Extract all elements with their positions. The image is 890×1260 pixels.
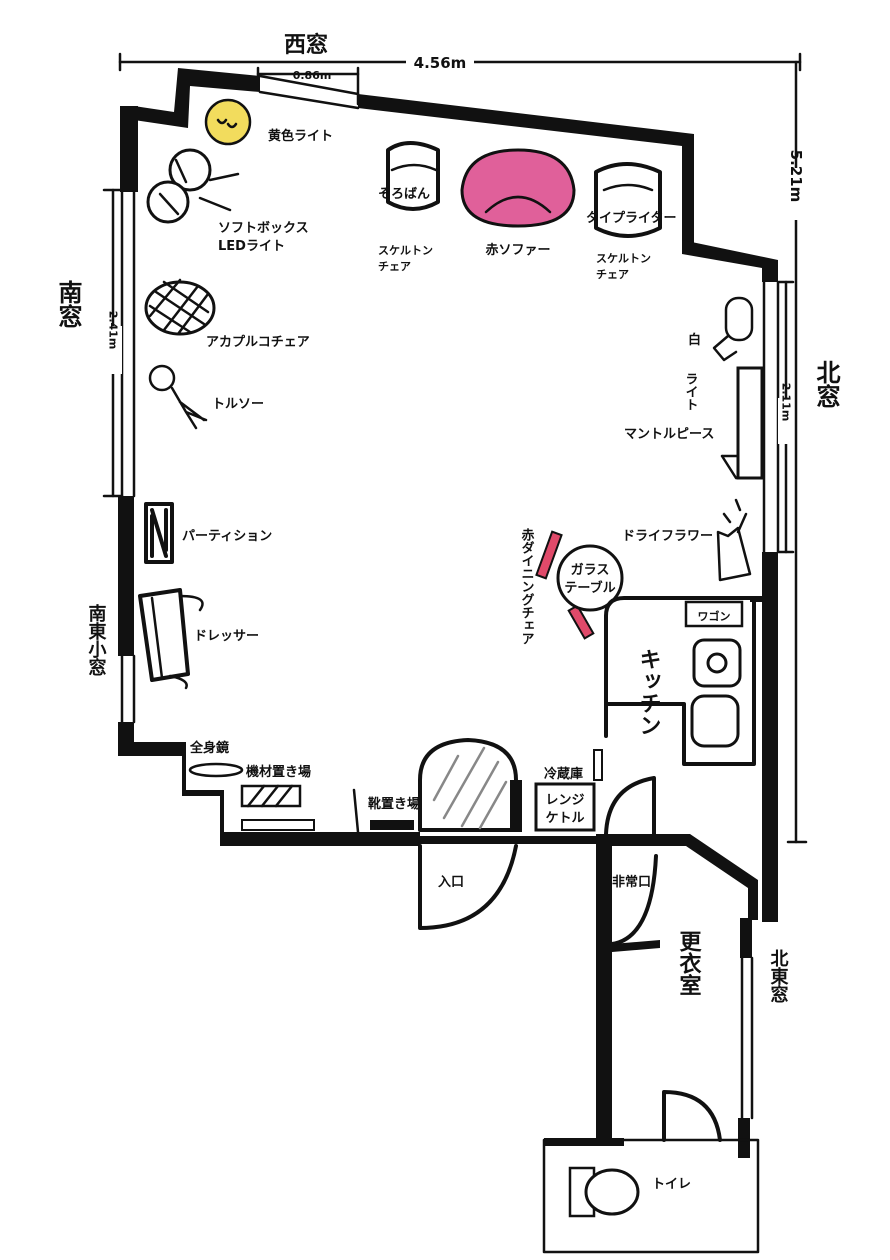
softbox-label-1: ソフトボックス	[218, 220, 309, 236]
emergency-exit-label: 非常口	[612, 874, 651, 890]
skeleton-chair-b-label-2: チェア	[596, 268, 629, 281]
north-window-dimension: 2.11m	[780, 383, 793, 422]
red-dining-chair-icon	[535, 530, 595, 640]
kitchen-label: キッチン	[636, 648, 661, 736]
north-window-label: 北窓	[812, 360, 840, 408]
yellow-light-label: 黄色ライト	[268, 128, 333, 144]
wagon-label: ワゴン	[698, 609, 731, 623]
toilet-icon	[568, 1166, 640, 1218]
skeleton-chair-b-label-1: スケルトン	[596, 252, 651, 265]
typewriter-chair-icon	[594, 162, 662, 238]
west-window-dimension: 0.86m	[293, 69, 332, 82]
range-icon	[534, 782, 596, 832]
toilet-door[interactable]	[662, 1090, 722, 1142]
kitchen-door[interactable]	[604, 776, 656, 836]
dresser-label: ドレッサー	[194, 629, 259, 644]
typewriter-label: タイプライター	[586, 211, 676, 226]
south-window-label: 南窓	[54, 280, 82, 328]
white-light-label-1: 白	[688, 332, 701, 348]
acapulco-chair-label: アカプルコチェア	[206, 335, 310, 350]
northeast-window-label: 北東窓	[768, 949, 789, 1003]
fridge-label: 冷蔵庫	[544, 766, 583, 782]
equipment-shelf-icon	[240, 784, 315, 831]
shoe-rack-line	[352, 788, 360, 834]
range-label-1: レンジ	[545, 793, 584, 808]
glass-table-label-1: ガラス	[571, 563, 610, 578]
full-mirror-label: 全身鏡	[189, 740, 229, 756]
skeleton-chair-icon	[386, 141, 440, 211]
torso-label: トルソー	[212, 397, 264, 412]
skeleton-chair-label-1: スケルトン	[378, 244, 433, 257]
dried-flower-icon	[716, 498, 752, 582]
mantelpiece-icon	[720, 366, 764, 480]
soroban-label: そろばん	[378, 187, 430, 202]
red-sofa-icon	[460, 148, 576, 228]
south-window-dimension: 2.41m	[107, 311, 120, 350]
toilet-label: トイレ	[652, 1177, 691, 1192]
width-dimension: 4.56m	[414, 54, 467, 72]
dressing-room-label: 更衣室	[676, 930, 702, 996]
emergency-exit-door[interactable]	[610, 854, 658, 946]
entrance-label: 入口	[438, 875, 464, 890]
glass-table-label-2: テーブル	[564, 580, 615, 596]
softbox-light-icon	[146, 148, 240, 224]
depth-dimension: 5.21m	[787, 150, 805, 203]
shoe-storage-label: 靴置き場	[368, 796, 420, 812]
walls	[118, 68, 778, 1254]
red-dining-chair-label: 赤ダイニングチェア	[519, 527, 535, 645]
fridge-edge	[593, 749, 603, 781]
entrance-screen-icon	[418, 738, 522, 832]
red-sofa-label: 赤ソファー	[485, 242, 550, 258]
softbox-label-2: LEDライト	[218, 239, 285, 254]
white-light-icon	[712, 296, 754, 362]
partition-label: パーティション	[182, 529, 272, 544]
range-label-2: ケトル	[545, 811, 584, 826]
dresser-icon	[138, 588, 204, 690]
shoe-rack-icon	[370, 820, 414, 830]
white-light-label-2: ライト	[683, 372, 699, 411]
skeleton-chair-label-2: チェア	[378, 260, 411, 273]
equipment-storage-label: 機材置き場	[246, 764, 311, 780]
torso-icon	[148, 364, 208, 430]
yellow-light-icon	[204, 98, 252, 146]
kitchen-counter	[604, 596, 756, 766]
entrance-door[interactable]	[418, 844, 518, 930]
glass-table-icon	[556, 544, 624, 612]
partition-icon	[144, 502, 174, 564]
dried-flower-label: ドライフラワー	[622, 529, 713, 544]
mantelpiece-label: マントルピース	[624, 427, 714, 442]
west-window-label: 西窓	[284, 32, 328, 58]
southeast-small-window-label: 南東小窓	[86, 603, 107, 676]
mirror-icon	[188, 762, 244, 778]
acapulco-chair-icon	[144, 278, 216, 336]
